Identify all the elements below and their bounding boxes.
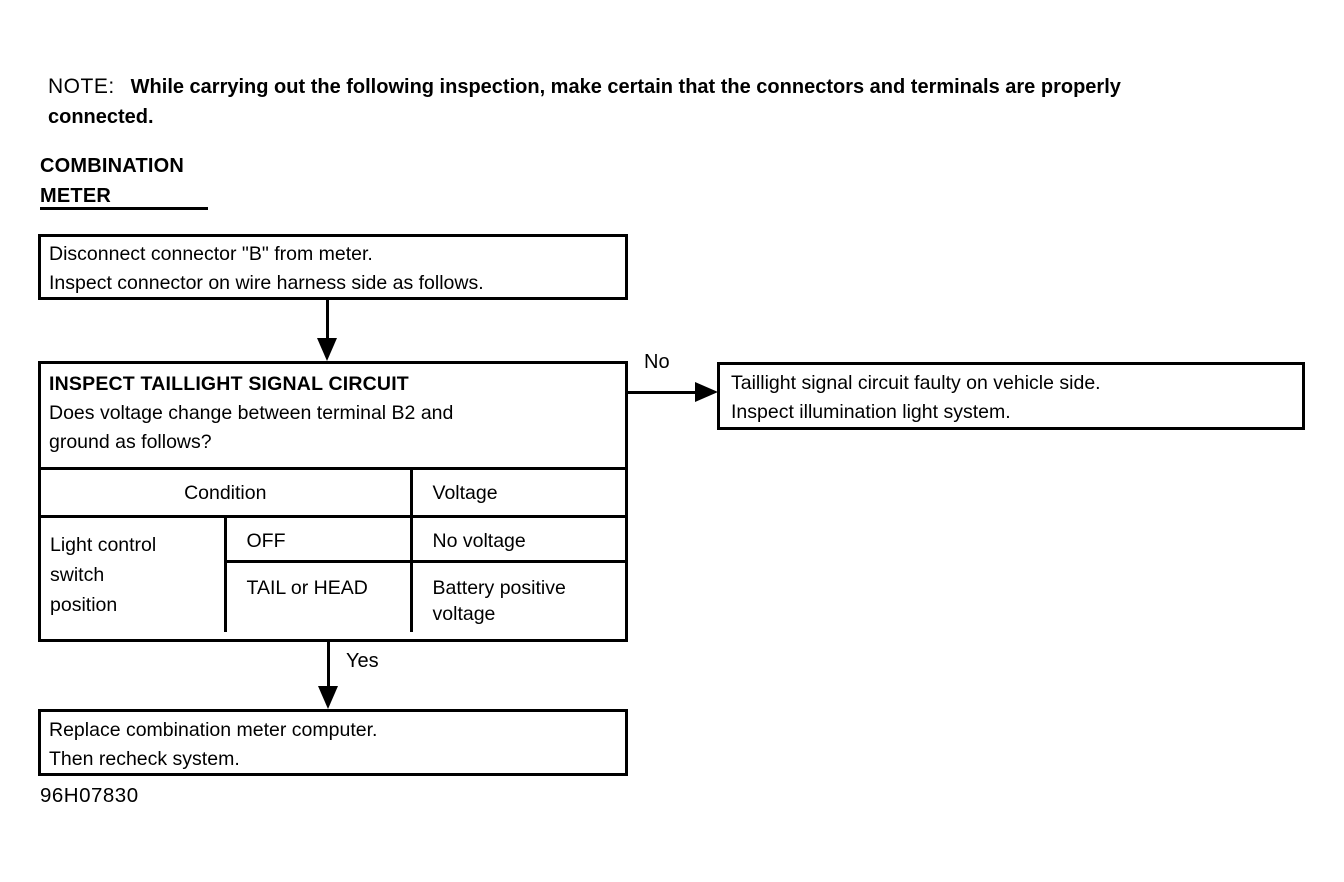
connector-line-right	[627, 391, 699, 394]
row-label-cell: Light control switch position	[41, 515, 227, 632]
figure-code: 96H07830	[40, 784, 139, 807]
section-heading-line1: COMBINATION	[40, 155, 185, 177]
row-label-line2: switch	[50, 563, 105, 586]
note-text-line1: While carrying out the following inspect…	[130, 76, 1121, 98]
voltage-table-header-row: Condition Voltage	[41, 467, 626, 518]
voltage-cell-tail: Battery positive voltage	[409, 560, 626, 632]
flow-box-inspect: INSPECT TAILLIGHT SIGNAL CIRCUIT Does vo…	[38, 361, 628, 642]
voltage-table: Condition Voltage Light control switch p…	[41, 467, 626, 632]
flow-box-no-result: Taillight signal circuit faulty on vehic…	[717, 362, 1305, 430]
yes-result-line1: Replace combination meter computer.	[49, 719, 378, 741]
no-result-line1: Taillight signal circuit faulty on vehic…	[731, 372, 1101, 394]
flow-box-disconnect: Disconnect connector "B" from meter. Ins…	[38, 234, 628, 300]
note-paragraph: NOTE: While carrying out the following in…	[48, 72, 1298, 132]
flow-box-disconnect-line2: Inspect connector on wire harness side a…	[49, 272, 484, 294]
connector-line-down-1	[326, 300, 329, 342]
row-label-line3: position	[50, 593, 118, 616]
connector-line-down-2	[327, 642, 330, 690]
inspect-question-line2: ground as follows?	[49, 431, 212, 453]
flow-box-disconnect-line1: Disconnect connector "B" from meter.	[49, 243, 373, 265]
voltage-header-cell: Voltage	[409, 467, 626, 518]
condition-cell-off: OFF	[223, 515, 413, 563]
no-result-line2: Inspect illumination light system.	[731, 401, 1011, 423]
condition-cell-tail: TAIL or HEAD	[223, 560, 413, 632]
no-branch-label: No	[644, 351, 670, 373]
heading-underline	[40, 207, 208, 210]
arrow-down-icon	[317, 338, 337, 361]
flow-box-yes-result: Replace combination meter computer. Then…	[38, 709, 628, 776]
voltage-cell-off: No voltage	[409, 515, 626, 563]
inspect-title: INSPECT TAILLIGHT SIGNAL CIRCUIT	[49, 373, 409, 395]
row-label-line1: Light control	[50, 533, 157, 556]
condition-header-cell: Condition	[41, 467, 413, 518]
table-row: TAIL or HEAD Battery positive voltage	[41, 560, 626, 632]
inspect-question-line1: Does voltage change between terminal B2 …	[49, 402, 454, 424]
yes-result-line2: Then recheck system.	[49, 748, 240, 770]
section-heading: COMBINATION METER	[40, 151, 184, 211]
table-row: Light control switch position OFF No vol…	[41, 515, 626, 632]
section-heading-line2: METER	[40, 185, 111, 207]
note-text-line2: connected.	[48, 106, 154, 128]
arrow-down-icon	[318, 686, 338, 709]
note-label: NOTE:	[48, 75, 115, 98]
arrow-right-icon	[695, 382, 718, 402]
yes-branch-label: Yes	[346, 650, 379, 672]
